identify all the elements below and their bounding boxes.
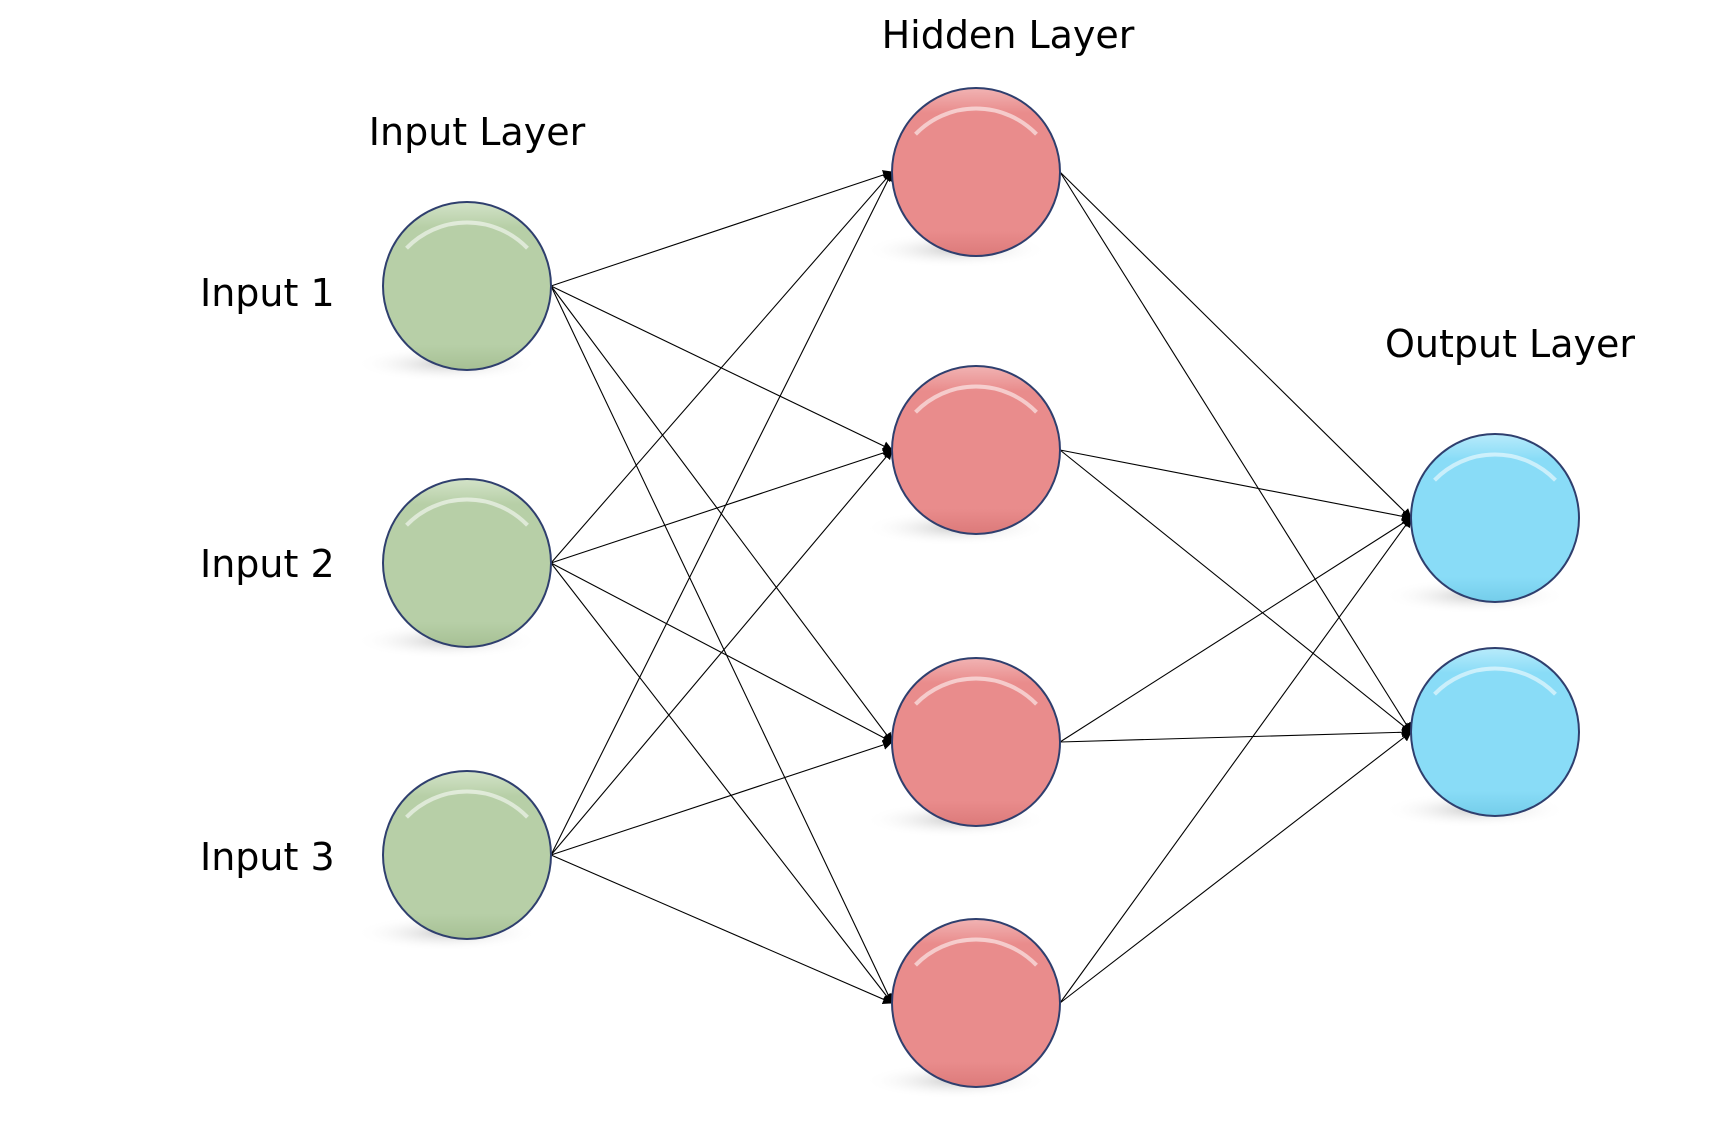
hidden-node-2 — [864, 365, 1061, 546]
hidden-3-to-output-1-connection — [1059, 517, 1412, 743]
hidden-node-2-circle — [891, 365, 1061, 535]
input-2-to-hidden-4-connection — [550, 562, 893, 1004]
output-node-2-circle — [1410, 647, 1580, 817]
output-node-1-highlight — [1433, 452, 1557, 482]
input-layer-title: Input Layer — [369, 110, 586, 154]
input-1-to-hidden-1-connection — [550, 170, 893, 287]
output-node-2-highlight — [1433, 666, 1557, 696]
hidden-node-1-highlight — [914, 106, 1038, 136]
hidden-node-4-circle — [891, 918, 1061, 1088]
input-3-to-hidden-2-connection — [550, 449, 893, 856]
hidden-1-to-output-1-connection — [1059, 171, 1412, 519]
hidden-node-2-highlight — [914, 384, 1038, 414]
output-node-2 — [1383, 647, 1580, 828]
input-3-to-hidden-1-connection — [550, 171, 893, 856]
input-1-to-hidden-4-connection — [550, 285, 893, 1004]
hidden-node-4 — [864, 918, 1061, 1099]
input-node-3-highlight — [405, 789, 529, 819]
hidden-node-1-circle — [891, 87, 1061, 257]
input-label-1: Input 1 — [200, 271, 335, 315]
hidden-4-to-output-2-connection — [1059, 731, 1412, 1004]
input-label-3: Input 3 — [200, 835, 335, 879]
hidden-4-to-output-1-connection — [1059, 517, 1412, 1004]
hidden-node-3-circle — [891, 657, 1061, 827]
input-node-1 — [355, 201, 552, 382]
input-node-1-highlight — [405, 220, 529, 250]
input-3-to-hidden-4-connection — [550, 854, 893, 1005]
connections — [550, 170, 1412, 1005]
input-3-to-hidden-3-connection — [550, 740, 893, 856]
output-layer-title: Output Layer — [1385, 322, 1635, 366]
output-node-1 — [1383, 433, 1580, 614]
hidden-layer-title: Hidden Layer — [882, 13, 1135, 57]
input-label-2: Input 2 — [200, 542, 335, 586]
hidden-1-to-output-2-connection — [1059, 171, 1412, 733]
output-node-1-circle — [1410, 433, 1580, 603]
input-node-3-circle — [382, 770, 552, 940]
input-node-2-highlight — [405, 497, 529, 527]
input-node-2-circle — [382, 478, 552, 648]
input-2-to-hidden-2-connection — [550, 448, 893, 564]
hidden-node-4-highlight — [914, 937, 1038, 967]
hidden-2-to-output-1-connection — [1059, 449, 1412, 522]
hidden-node-1 — [864, 87, 1061, 268]
hidden-node-3-highlight — [914, 676, 1038, 706]
input-node-1-circle — [382, 201, 552, 371]
input-node-3 — [355, 770, 552, 951]
input-2-to-hidden-1-connection — [550, 171, 893, 564]
hidden-3-to-output-2-connection — [1059, 727, 1412, 743]
hidden-2-to-output-2-connection — [1059, 449, 1412, 733]
input-node-2 — [355, 478, 552, 659]
nodes — [355, 87, 1580, 1099]
hidden-node-3 — [864, 657, 1061, 838]
